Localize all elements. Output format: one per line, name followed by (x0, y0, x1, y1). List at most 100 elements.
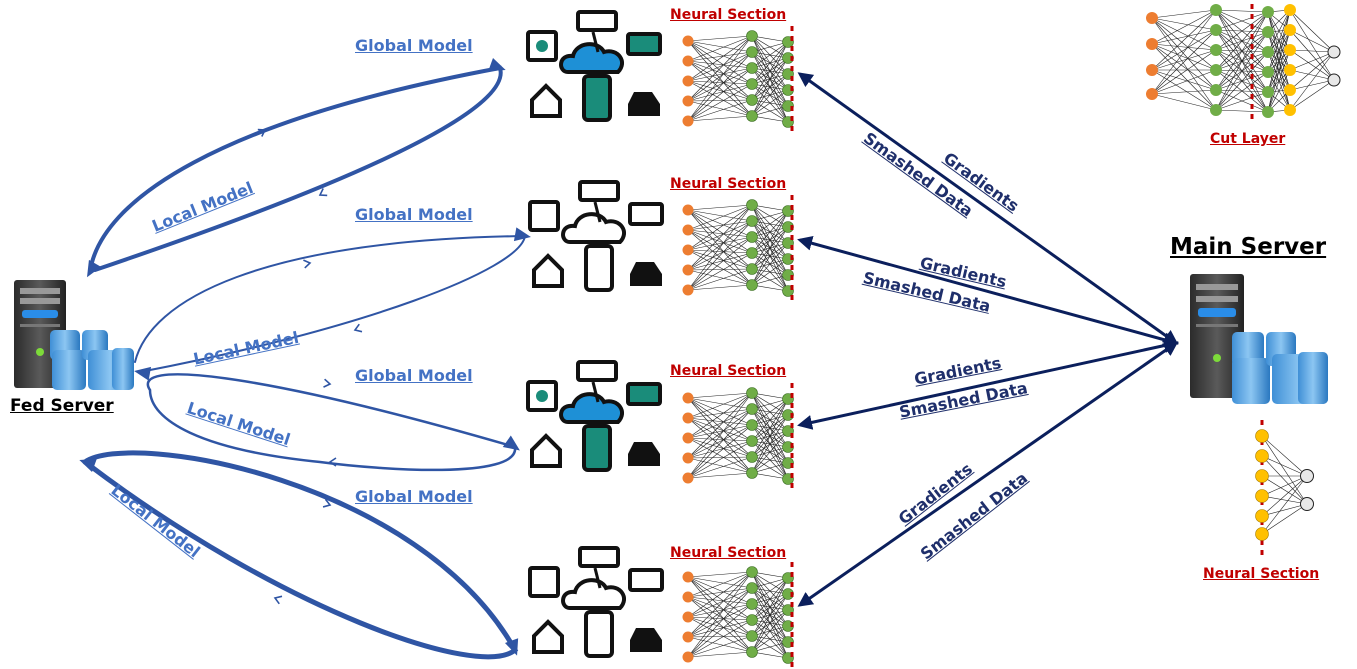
hidden-neuron (746, 630, 758, 642)
hidden-neuron (746, 451, 758, 463)
loop-4 (82, 450, 519, 660)
hidden-neuron (746, 279, 758, 291)
camera-lens-icon (536, 40, 548, 52)
input-neuron (682, 115, 694, 127)
hidden-neuron (1262, 66, 1274, 78)
input-neuron (682, 284, 694, 296)
server-neuron (1255, 527, 1269, 541)
printer-icon (576, 360, 618, 382)
hidden-neuron (746, 62, 758, 74)
camera-icon (528, 200, 560, 232)
loop-4-arrow-2 (273, 595, 283, 605)
fed-server-icon (14, 280, 134, 390)
hidden-neuron (746, 582, 758, 594)
hidden-neuron (1210, 84, 1222, 96)
main-server-label: Main Server (1170, 234, 1327, 260)
cut-layer-label: Cut Layer (1210, 131, 1286, 147)
camera-icon (526, 380, 558, 412)
loop-1 (88, 65, 503, 274)
client-2-device-icon (528, 180, 664, 292)
input-neuron (1146, 88, 1158, 100)
input-neuron (1146, 12, 1158, 24)
loop-1-arrow-1 (257, 128, 267, 137)
input-neuron (682, 204, 694, 216)
camera-icon (528, 566, 560, 598)
input-neuron (1146, 64, 1158, 76)
car-icon (630, 628, 662, 652)
server-neuron (1284, 4, 1296, 16)
loop-3 (146, 373, 517, 472)
input-neuron (682, 631, 694, 643)
client-2-neural-section-label: Neural Section (670, 176, 787, 192)
output-neuron (1327, 73, 1341, 87)
full-network-cut-layer (1146, 4, 1341, 120)
federated-loops (79, 58, 531, 660)
camera-icon (526, 30, 558, 62)
loop-arrowhead-5 (79, 458, 97, 472)
client-2-global-model-label: Global Model (355, 205, 473, 224)
cloud-icon (561, 578, 626, 610)
loop-arrowhead-3 (502, 435, 520, 451)
loop-3-arrow-2 (328, 457, 337, 467)
camera-lens-icon (538, 576, 550, 588)
server-neuron (1255, 469, 1269, 483)
client-3-device-icon (526, 360, 662, 472)
client-4-neural-section-label: Neural Section (670, 545, 787, 561)
link-client-2 (797, 235, 1179, 348)
home-icon (532, 253, 564, 288)
home-icon (530, 433, 562, 468)
loop-4-arrow-1 (322, 498, 332, 508)
server-neuron (1284, 24, 1296, 36)
car-icon (630, 262, 662, 286)
loop-2-arrow-1 (303, 259, 312, 269)
hidden-neuron (1262, 86, 1274, 98)
hidden-neuron (746, 598, 758, 610)
client-4-device-icon (528, 546, 664, 658)
monitor-icon (628, 202, 664, 226)
server-neural-net (1255, 420, 1314, 556)
loop-arrowhead-6 (87, 259, 102, 278)
input-neuron (682, 472, 694, 484)
hidden-neuron (1262, 106, 1274, 118)
client-devices (526, 10, 664, 658)
printer-icon (578, 546, 620, 568)
hidden-neuron (746, 467, 758, 479)
server-neuron (1255, 489, 1269, 503)
input-neuron (682, 452, 694, 464)
loop-3-arrow-1 (323, 378, 332, 388)
input-neuron (682, 651, 694, 663)
hidden-neuron (746, 646, 758, 658)
monitor-icon (628, 568, 664, 592)
hidden-neuron (1262, 26, 1274, 38)
printer-icon (576, 10, 618, 32)
hidden-neuron (1262, 6, 1274, 18)
input-neuron (682, 35, 694, 47)
camera-lens-icon (538, 210, 550, 222)
car-icon (628, 92, 660, 116)
hidden-neuron (746, 387, 758, 399)
client-2-neural-net (682, 195, 794, 301)
output-neuron (1327, 45, 1341, 59)
client-1-device-icon (526, 10, 662, 122)
monitor-icon (626, 32, 662, 56)
input-neuron (682, 244, 694, 256)
input-neuron (682, 95, 694, 107)
client-3-neural-net (682, 383, 794, 489)
input-neuron (682, 75, 694, 87)
hidden-neuron (746, 419, 758, 431)
link-line (593, 201, 602, 223)
loop-arrowhead-7 (134, 366, 152, 381)
car-icon (628, 442, 660, 466)
loop-arrowhead-4 (505, 638, 519, 656)
printer-icon (578, 180, 620, 202)
output-neuron (1300, 469, 1314, 483)
input-neuron (682, 571, 694, 583)
phone-icon (582, 424, 612, 472)
main-server-links (797, 72, 1179, 607)
input-neuron (682, 591, 694, 603)
monitor-icon (626, 382, 662, 406)
phone-icon (584, 610, 614, 658)
home-icon (530, 83, 562, 118)
